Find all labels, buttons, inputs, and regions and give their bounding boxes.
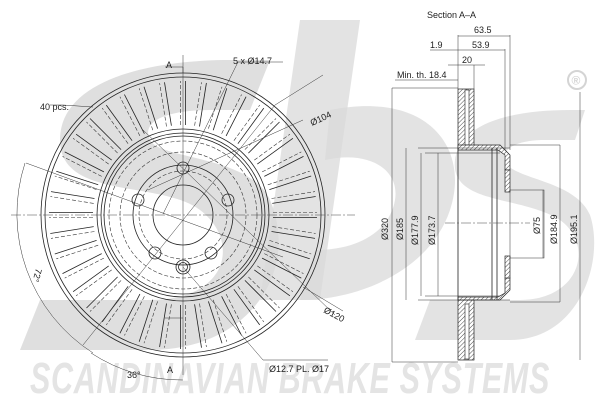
dia-label-185: Ø185 [395,218,405,240]
dia-label-173-7: Ø173.7 [427,215,437,245]
vent-count-label: 40 pcs. [40,102,69,112]
dia-label-320: Ø320 [380,218,390,240]
cooling-vanes [49,81,317,349]
section-marker-bottom: A [167,365,173,375]
dia-label-75: Ø75 [532,217,542,234]
angle-arc-72 [16,162,94,354]
watermark-s-left [20,60,279,350]
front-view [11,55,355,381]
section-marker-top: A [166,60,172,70]
watermark: ® SCANDINAVIAN BRAKE SYSTEMS [20,20,595,403]
watermark-s-right [415,110,595,340]
dia-label-184-9: Ø184.9 [549,214,559,244]
hat-bottom [457,277,511,301]
svg-text:®: ® [572,74,581,88]
dim-offset: 1.9 [430,40,443,50]
angle-label-36: 36° [127,370,141,380]
bolt-holes-label: 5 x Ø14.7 [233,56,272,66]
dim-overall-height: 63.5 [474,25,492,35]
dia-label-195-1: Ø195.1 [569,214,579,244]
bolt-hole [148,246,162,260]
watermark-tagline: SCANDINAVIAN BRAKE SYSTEMS [30,354,550,400]
bolt-hole [204,246,218,260]
section-title: Section A–A [427,10,476,20]
stud-hole-label: Ø12.7 PL. Ø17 [269,364,329,374]
dim-thickness: 20 [462,55,472,65]
watermark-b-bowl [300,106,455,300]
registered-mark-icon: ® [567,70,587,90]
hub-diameter-label: Ø120 [322,305,346,324]
angle-label-72: 72° [30,267,43,283]
bolt-hole [131,193,145,207]
section-view [391,35,581,363]
center-bore-section [509,189,545,259]
angle-arc-36 [90,352,184,381]
dim-hat-depth: 53.9 [472,40,490,50]
dia-label-177-9: Ø177.9 [410,215,420,245]
bolt-hole [221,193,235,207]
min-thickness: Min. th. 18.4 [397,70,447,80]
